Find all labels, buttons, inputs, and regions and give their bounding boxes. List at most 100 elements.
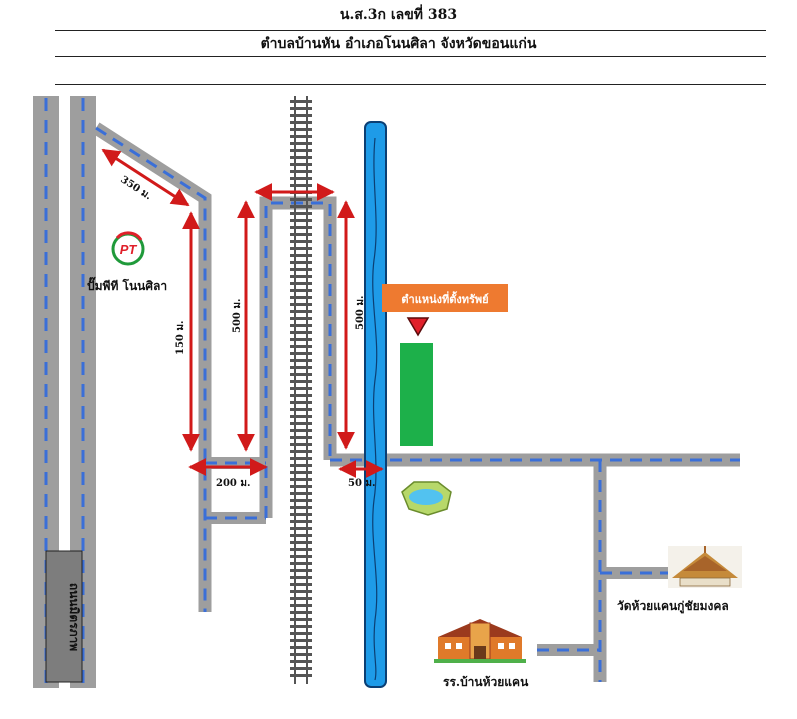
railway-tie [290, 275, 312, 278]
railway-tie [290, 499, 312, 502]
railway-tie [290, 317, 312, 320]
railway-tie [290, 513, 312, 516]
measure-350 [101, 148, 190, 207]
school-label: รร.บ้านห้วยแคน [443, 675, 529, 689]
railway-tie [290, 289, 312, 292]
railway-tie [290, 583, 312, 586]
railway-tie [290, 163, 312, 166]
railway-tie [290, 142, 312, 145]
railway-tie [290, 576, 312, 579]
railway-tie [290, 632, 312, 635]
railway-tie [290, 303, 312, 306]
railway-tie [290, 247, 312, 250]
railway-tie [290, 478, 312, 481]
railway-tie [290, 443, 312, 446]
railway-tie [290, 485, 312, 488]
railway-tie [290, 597, 312, 600]
school-icon [434, 619, 526, 663]
railway-tie [290, 646, 312, 649]
railway-tie [290, 492, 312, 495]
temple-label: วัดห้วยแคนกู่ชัยมงคล [617, 599, 729, 614]
railway-tie [290, 590, 312, 593]
railway-tie [290, 506, 312, 509]
railway-tie [290, 310, 312, 313]
railway-tie [290, 394, 312, 397]
railway-tie [290, 170, 312, 173]
railway-tie [290, 604, 312, 607]
railway-tie [290, 296, 312, 299]
railway-tie [290, 149, 312, 152]
railway-tie [290, 135, 312, 138]
railway-tie [290, 457, 312, 460]
railway-tie [290, 156, 312, 159]
document-title: น.ส.3ก เลขที่ 383 [339, 7, 458, 23]
highway-sign [45, 550, 83, 683]
railway-tie [290, 254, 312, 257]
pt-logo-icon: PT [111, 231, 145, 266]
railway-tie [290, 268, 312, 271]
header-rule-2 [55, 56, 766, 57]
header-rule-3 [55, 84, 766, 85]
railway-tie [290, 233, 312, 236]
railway-tie [290, 331, 312, 334]
railway-tie [290, 562, 312, 565]
railway-tie [290, 345, 312, 348]
railway-tie [290, 464, 312, 467]
railway-tie [290, 282, 312, 285]
property-plot [400, 343, 433, 446]
railway-tie [290, 219, 312, 222]
highway [33, 96, 96, 688]
railway-tie [290, 114, 312, 117]
header-rule-1 [55, 30, 766, 31]
railway-tie [290, 653, 312, 656]
railway-tie [290, 380, 312, 383]
property-callout: ตำแหน่งที่ตั้งทรัพย์ [382, 284, 508, 446]
railway-tie [290, 198, 312, 201]
location-marker-icon [406, 317, 430, 337]
gas-station-label: ปั๊มพีที โนนศิลา [87, 276, 167, 293]
railway-tie [290, 240, 312, 243]
railway-tie [290, 373, 312, 376]
railway-tie [290, 667, 312, 670]
railway-tie [290, 107, 312, 110]
railway-tie [290, 548, 312, 551]
label-200: 200 ม. [216, 478, 250, 489]
railway-tie [290, 520, 312, 523]
railway-tie [290, 184, 312, 187]
railway-tie [290, 436, 312, 439]
railway-tie [290, 639, 312, 642]
railway-tie [290, 352, 312, 355]
railway-tie [290, 100, 312, 103]
railway-tie [290, 618, 312, 621]
railway-tie [290, 261, 312, 264]
pt-logo-text: PT [120, 242, 138, 257]
railway-tie [290, 324, 312, 327]
railway-tie [290, 611, 312, 614]
railway-tie [290, 338, 312, 341]
highway-label: ถนนมิตรภาพ [67, 583, 81, 651]
label-500a: 500 ม. [232, 299, 243, 333]
railway-tie [290, 121, 312, 124]
railway-tie [290, 387, 312, 390]
railway-tie [290, 422, 312, 425]
river [364, 121, 387, 688]
railway-tie [290, 366, 312, 369]
railway-tie [290, 226, 312, 229]
railway-tie [290, 569, 312, 572]
railway-tie [290, 429, 312, 432]
railway-tie [290, 205, 312, 208]
railway-tie [290, 541, 312, 544]
railway-tie [290, 625, 312, 628]
railway-tie [290, 359, 312, 362]
location-subtitle: ตำบลบ้านหัน อำเภอโนนศิลา จังหวัดขอนแก่น [260, 36, 537, 52]
railway-tie [290, 401, 312, 404]
temple-icon [668, 546, 742, 588]
property-label: ตำแหน่งที่ตั้งทรัพย์ [401, 291, 488, 306]
railway-tie [290, 128, 312, 131]
railway-tie [290, 534, 312, 537]
railway-tie [290, 527, 312, 530]
railway-tie [290, 471, 312, 474]
railway-tie [290, 177, 312, 180]
